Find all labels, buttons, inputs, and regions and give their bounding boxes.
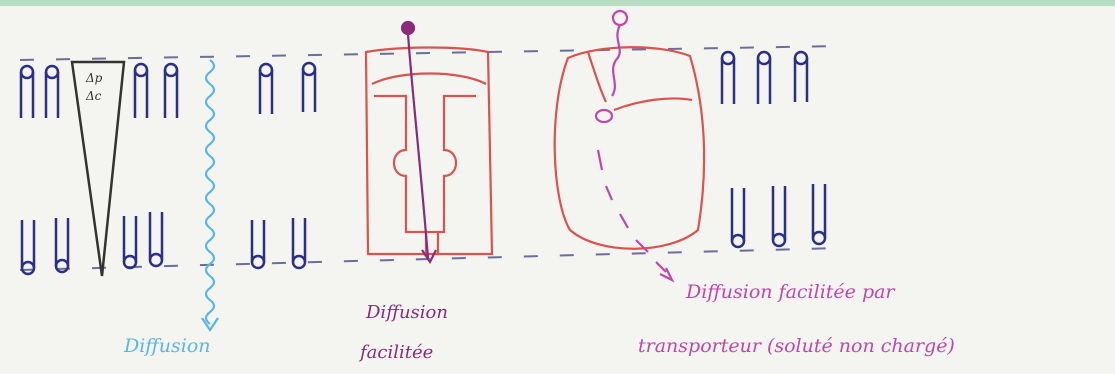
channel-protein (366, 48, 492, 255)
carrier-solute-particle (613, 11, 627, 25)
phospholipids-bottom-left (22, 212, 162, 274)
carrier-diffusion-label-line2: transporteur (soluté non chargé) (638, 335, 955, 357)
gradient-label-pressure: Δp (85, 71, 103, 85)
facilitated-diffusion-label-line1: Diffusion (365, 302, 448, 323)
carrier-protein (555, 47, 704, 249)
carrier-diffusion-label-line1: Diffusion facilitée par (685, 281, 896, 303)
channel-solute-arrowhead (422, 250, 436, 262)
diffusion-label: Diffusion (123, 335, 211, 357)
membrane-bottom-line (20, 248, 840, 270)
facilitated-diffusion-label-line2: facilitée (358, 342, 433, 363)
gradient-label-concentration: Δc (85, 89, 102, 103)
phospholipids-top-right (722, 52, 807, 104)
simple-diffusion-arrow (202, 60, 218, 330)
phospholipids-top-middle (260, 63, 315, 114)
carrier-protein-outline (555, 47, 704, 249)
carrier-solute (596, 11, 672, 280)
phospholipids-bottom-middle (252, 218, 305, 268)
top-paper-strip (0, 0, 1115, 6)
carrier-solute-arrowhead (660, 268, 672, 280)
channel-solute-particle (402, 22, 414, 34)
phospholipids-bottom-right (732, 184, 825, 247)
gradient-triangle: Δp Δc (72, 62, 124, 276)
